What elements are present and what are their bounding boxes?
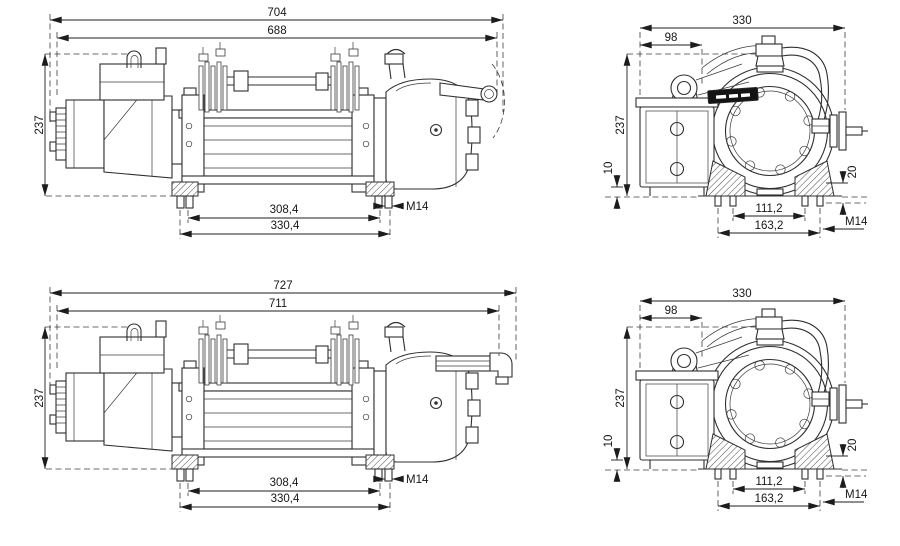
dim-overall-length: 727: [273, 280, 292, 292]
dim-base-offset: 10: [603, 435, 615, 448]
view-bottom-end: 330 98 237 10 20 111,2 163,2 M14: [603, 288, 869, 511]
dim-stud-span-outer: 163,2: [755, 493, 784, 505]
clutch-handle: [435, 352, 513, 385]
top-end-dimensions: 330 98 237 10 20 111,2 163,2 M14: [603, 15, 868, 238]
dim-bracket-width: 98: [665, 32, 678, 44]
winch-end-body: [635, 35, 869, 207]
dim-length-to-clutch: 688: [267, 25, 286, 37]
dim-height: 237: [34, 115, 46, 134]
winch-side-body: [45, 314, 481, 482]
dim-height: 237: [615, 115, 627, 134]
view-top-end: 330 98 237 10 20 111,2 163,2 M14: [603, 15, 869, 238]
dim-length-to-clutch: 711: [269, 298, 287, 310]
bottom-end-dimensions: 330 98 237 10 20 111,2 163,2 M14: [603, 288, 868, 511]
bottom-side-dimensions: 727 711 237 308,4 330,4 M14: [34, 280, 517, 512]
dim-overall-width: 330: [732, 15, 751, 27]
winch-side-body: [45, 41, 481, 209]
brand-plate: [707, 86, 759, 105]
dim-stud-span-inner: 111,2: [755, 203, 782, 215]
clutch-handle: [439, 63, 505, 139]
dim-stud-span-outer: 163,2: [755, 220, 784, 232]
dim-stud-span-inner: 111,2: [755, 476, 782, 488]
top-side-dimensions: 704 688 237 308,4 330,4 M14: [34, 7, 504, 239]
dim-stud-thread: M14: [845, 489, 868, 501]
dim-foot-span-outer: 330,4: [271, 220, 300, 232]
dim-height: 237: [615, 388, 627, 407]
view-top-side: 704 688 237 308,4 330,4 M14: [34, 7, 505, 239]
dim-stud-projection: 20: [847, 166, 859, 179]
dim-stud-thread: M14: [406, 474, 429, 486]
dim-foot-span-inner: 308,4: [270, 477, 299, 489]
dim-base-offset: 10: [603, 162, 615, 175]
dim-foot-span-inner: 308,4: [270, 204, 299, 216]
dim-overall-width: 330: [732, 288, 751, 300]
view-bottom-side: 727 711 237 308,4 330,4 M14: [34, 280, 517, 512]
dim-bracket-width: 98: [665, 305, 678, 317]
dim-stud-thread: M14: [406, 201, 429, 213]
dim-foot-span-outer: 330,4: [271, 493, 300, 505]
dim-stud-thread: M14: [845, 216, 868, 228]
winch-end-body: [635, 308, 869, 480]
dim-height: 237: [34, 388, 46, 407]
dim-overall-length: 704: [267, 7, 287, 19]
dim-stud-projection: 20: [847, 439, 859, 452]
